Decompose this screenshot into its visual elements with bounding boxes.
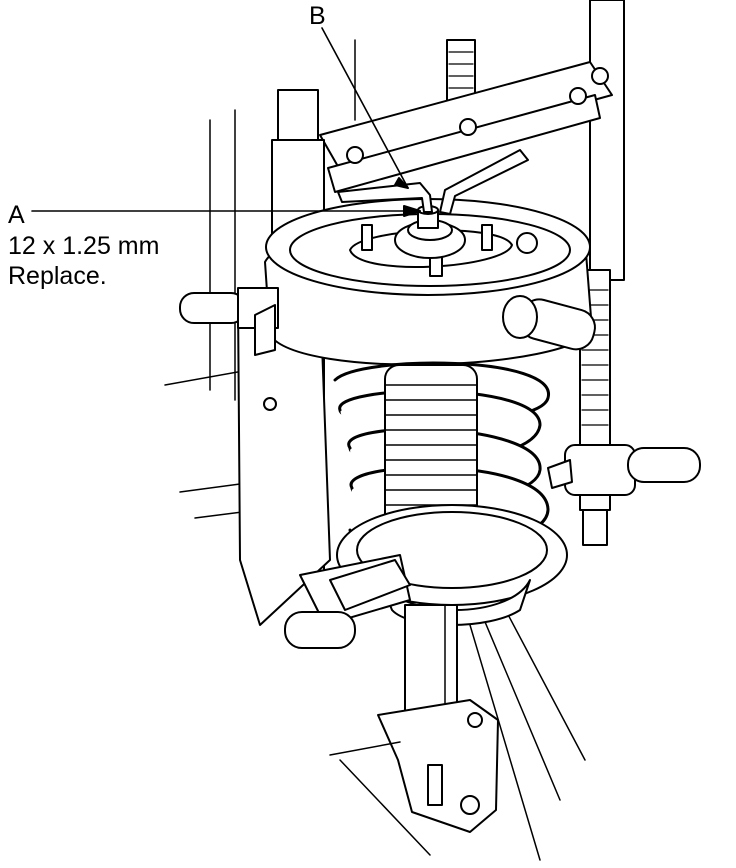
knuckle-bracket [378, 700, 498, 832]
callout-a-letter: A [8, 201, 25, 229]
callout-b-letter: B [309, 2, 326, 30]
top-cross-bar [320, 62, 612, 192]
leader-arrow-a [404, 206, 420, 216]
right-lower-handle [548, 445, 700, 495]
leader-arrow-b [395, 178, 408, 188]
leader-line-b [322, 28, 408, 188]
right-upper-handle [503, 295, 599, 353]
callout-a-note: Replace. [8, 262, 107, 290]
upper-strut-mount [362, 220, 492, 276]
base-plate-lines [330, 742, 430, 855]
left-handle [180, 288, 278, 355]
lower-clamp-left [285, 555, 410, 648]
hex-wrench [338, 150, 528, 214]
callout-a-spec: 12 x 1.25 mm [8, 232, 160, 260]
callout-leaders [32, 28, 420, 211]
background-frame-lines [165, 40, 585, 860]
